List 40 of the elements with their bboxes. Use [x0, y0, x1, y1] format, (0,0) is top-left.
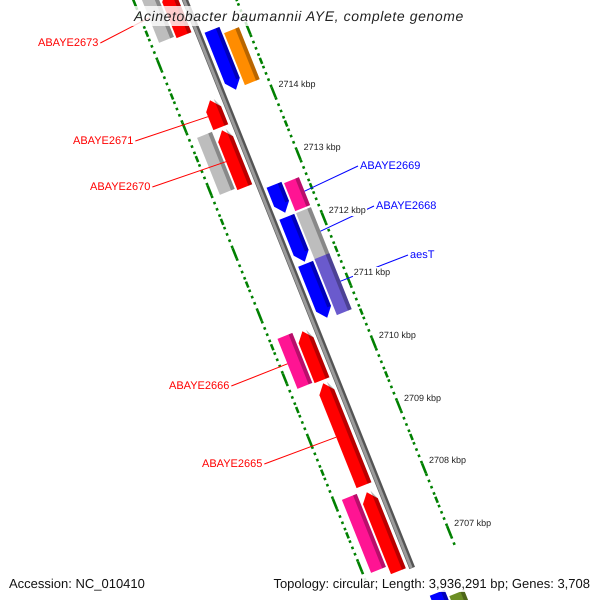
gene-label: ABAYE2670 [90, 180, 150, 194]
leader-line [134, 116, 208, 142]
leader-line [304, 166, 358, 192]
gene-segment [298, 330, 330, 384]
gene-segment [298, 260, 332, 318]
gene-segment [266, 182, 290, 213]
gene-segment [362, 490, 406, 574]
scale-label: 2708 kbp [428, 455, 468, 466]
gene-segment [449, 590, 471, 600]
gene-label: aesT [410, 248, 434, 262]
leader-line [230, 363, 288, 386]
gene-segment [319, 382, 372, 488]
gene-label: ABAYE2669 [360, 159, 420, 173]
gene-segment [296, 207, 330, 262]
genome-stats: Topology: circular; Length: 3,936,291 bp; Genes: 3,708 [271, 576, 592, 592]
gene-segment [342, 494, 386, 573]
gene-label: ABAYE2668 [376, 199, 436, 213]
scale-label: 2714 kbp [278, 79, 317, 90]
gene-segment [224, 27, 260, 86]
gene-segment [284, 177, 310, 212]
leader-line [152, 161, 226, 188]
gene-label: ABAYE2666 [169, 379, 230, 393]
accession-number: Accession: NC_010410 [7, 576, 147, 592]
gene-segment [314, 253, 352, 316]
scale-label: 2713 kbp [302, 142, 342, 153]
scale-label: 2707 kbp [453, 518, 492, 530]
gene-segment [206, 98, 228, 130]
gene-segment [277, 332, 312, 389]
gene-segment [204, 26, 240, 90]
scale-label: 2711 kbp [352, 267, 392, 278]
gene-segment [218, 128, 252, 190]
scale-label: 2712 kbp [328, 204, 367, 216]
gene-segment [279, 214, 309, 262]
gene-label: ABAYE2671 [73, 134, 134, 148]
scale-label: 2710 kbp [378, 330, 417, 341]
scale-label: 2709 kbp [402, 392, 442, 404]
gene-segment [197, 132, 235, 195]
gene-label: ABAYE2665 [202, 457, 262, 471]
leader-line [264, 436, 337, 464]
gene-label: ABAYE2673 [38, 36, 98, 50]
